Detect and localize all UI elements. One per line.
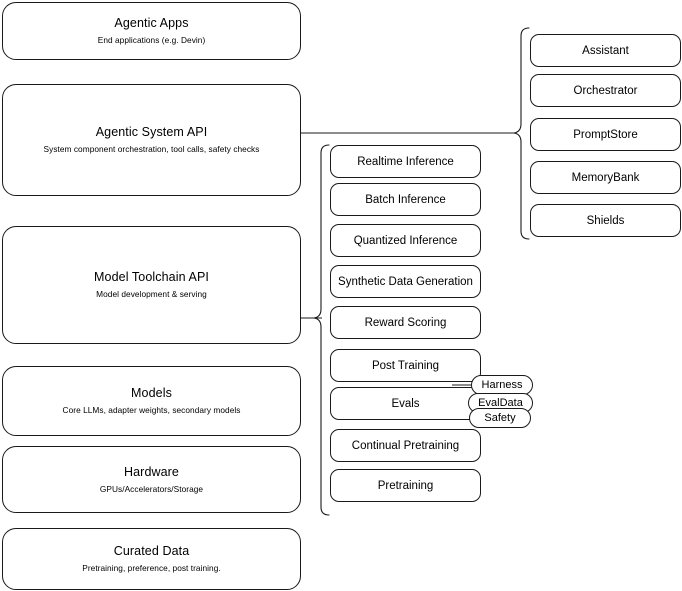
toolchain-item-label: Synthetic Data Generation <box>338 275 473 288</box>
toolchain-item-realtime-inference[interactable]: Realtime Inference <box>330 145 481 178</box>
toolchain-item-synthetic-data-generation[interactable]: Synthetic Data Generation <box>330 265 481 298</box>
eval-tag-label: Harness <box>481 379 523 391</box>
toolchain-item-label: Continual Pretraining <box>351 439 460 452</box>
toolchain-item-reward-scoring[interactable]: Reward Scoring <box>330 306 481 339</box>
layer-title: Agentic System API <box>95 125 208 139</box>
system-item-label: Assistant <box>582 44 629 57</box>
layer-hardware[interactable]: Hardware GPUs/Accelerators/Storage <box>2 446 301 513</box>
toolchain-item-label: Evals <box>391 397 420 410</box>
layer-title: Models <box>131 386 172 400</box>
system-item-label: Orchestrator <box>573 84 638 97</box>
system-item-assistant[interactable]: Assistant <box>530 34 681 67</box>
toolchain-item-label: Realtime Inference <box>357 155 454 168</box>
toolchain-item-label: Quantized Inference <box>353 234 458 247</box>
layer-title: Model Toolchain API <box>94 270 209 284</box>
toolchain-item-label: Batch Inference <box>365 193 446 206</box>
bracket-toolchain-components <box>313 144 330 516</box>
layer-subtitle: Pretraining, preference, post training. <box>82 563 221 573</box>
layer-subtitle: Core LLMs, adapter weights, secondary mo… <box>62 405 241 415</box>
eval-tag-harness[interactable]: Harness <box>471 375 533 395</box>
toolchain-item-evals[interactable]: Evals <box>330 387 481 420</box>
layer-agentic-system-api[interactable]: Agentic System API System component orch… <box>2 84 301 196</box>
layer-curated-data[interactable]: Curated Data Pretraining, preference, po… <box>2 528 301 590</box>
eval-tag-label: Safety <box>484 412 516 424</box>
layer-subtitle: GPUs/Accelerators/Storage <box>99 483 204 494</box>
layer-title: Agentic Apps <box>114 16 189 30</box>
system-item-label: Shields <box>586 214 625 227</box>
layer-models[interactable]: Models Core LLMs, adapter weights, secon… <box>2 366 301 436</box>
bracket-system-components <box>513 27 530 240</box>
layer-subtitle: System component orchestration, tool cal… <box>43 144 260 154</box>
layer-subtitle: End applications (e.g. Devin) <box>97 35 206 45</box>
layer-agentic-apps[interactable]: Agentic Apps End applications (e.g. Devi… <box>2 2 301 60</box>
layer-subtitle: Model development & serving <box>96 289 207 299</box>
toolchain-item-batch-inference[interactable]: Batch Inference <box>330 183 481 216</box>
eval-tag-label: EvalData <box>478 397 523 409</box>
layer-title: Hardware <box>124 464 179 479</box>
system-item-promptstore[interactable]: PromptStore <box>530 118 681 151</box>
toolchain-item-label: Post Training <box>371 359 440 372</box>
toolchain-item-label: Pretraining <box>377 479 434 492</box>
eval-tag-safety[interactable]: Safety <box>469 408 531 428</box>
toolchain-item-continual-pretraining[interactable]: Continual Pretraining <box>330 429 481 462</box>
toolchain-item-label: Reward Scoring <box>364 316 447 329</box>
system-item-label: MemoryBank <box>571 171 640 184</box>
layer-model-toolchain-api[interactable]: Model Toolchain API Model development & … <box>2 226 301 344</box>
toolchain-item-post-training[interactable]: Post Training <box>330 349 481 382</box>
system-item-label: PromptStore <box>573 128 638 141</box>
system-item-shields[interactable]: Shields <box>530 204 681 237</box>
system-item-memorybank[interactable]: MemoryBank <box>530 161 681 194</box>
toolchain-item-pretraining[interactable]: Pretraining <box>330 469 481 502</box>
toolchain-item-quantized-inference[interactable]: Quantized Inference <box>330 224 481 257</box>
layer-title: Curated Data <box>113 544 190 558</box>
system-item-orchestrator[interactable]: Orchestrator <box>530 74 681 107</box>
